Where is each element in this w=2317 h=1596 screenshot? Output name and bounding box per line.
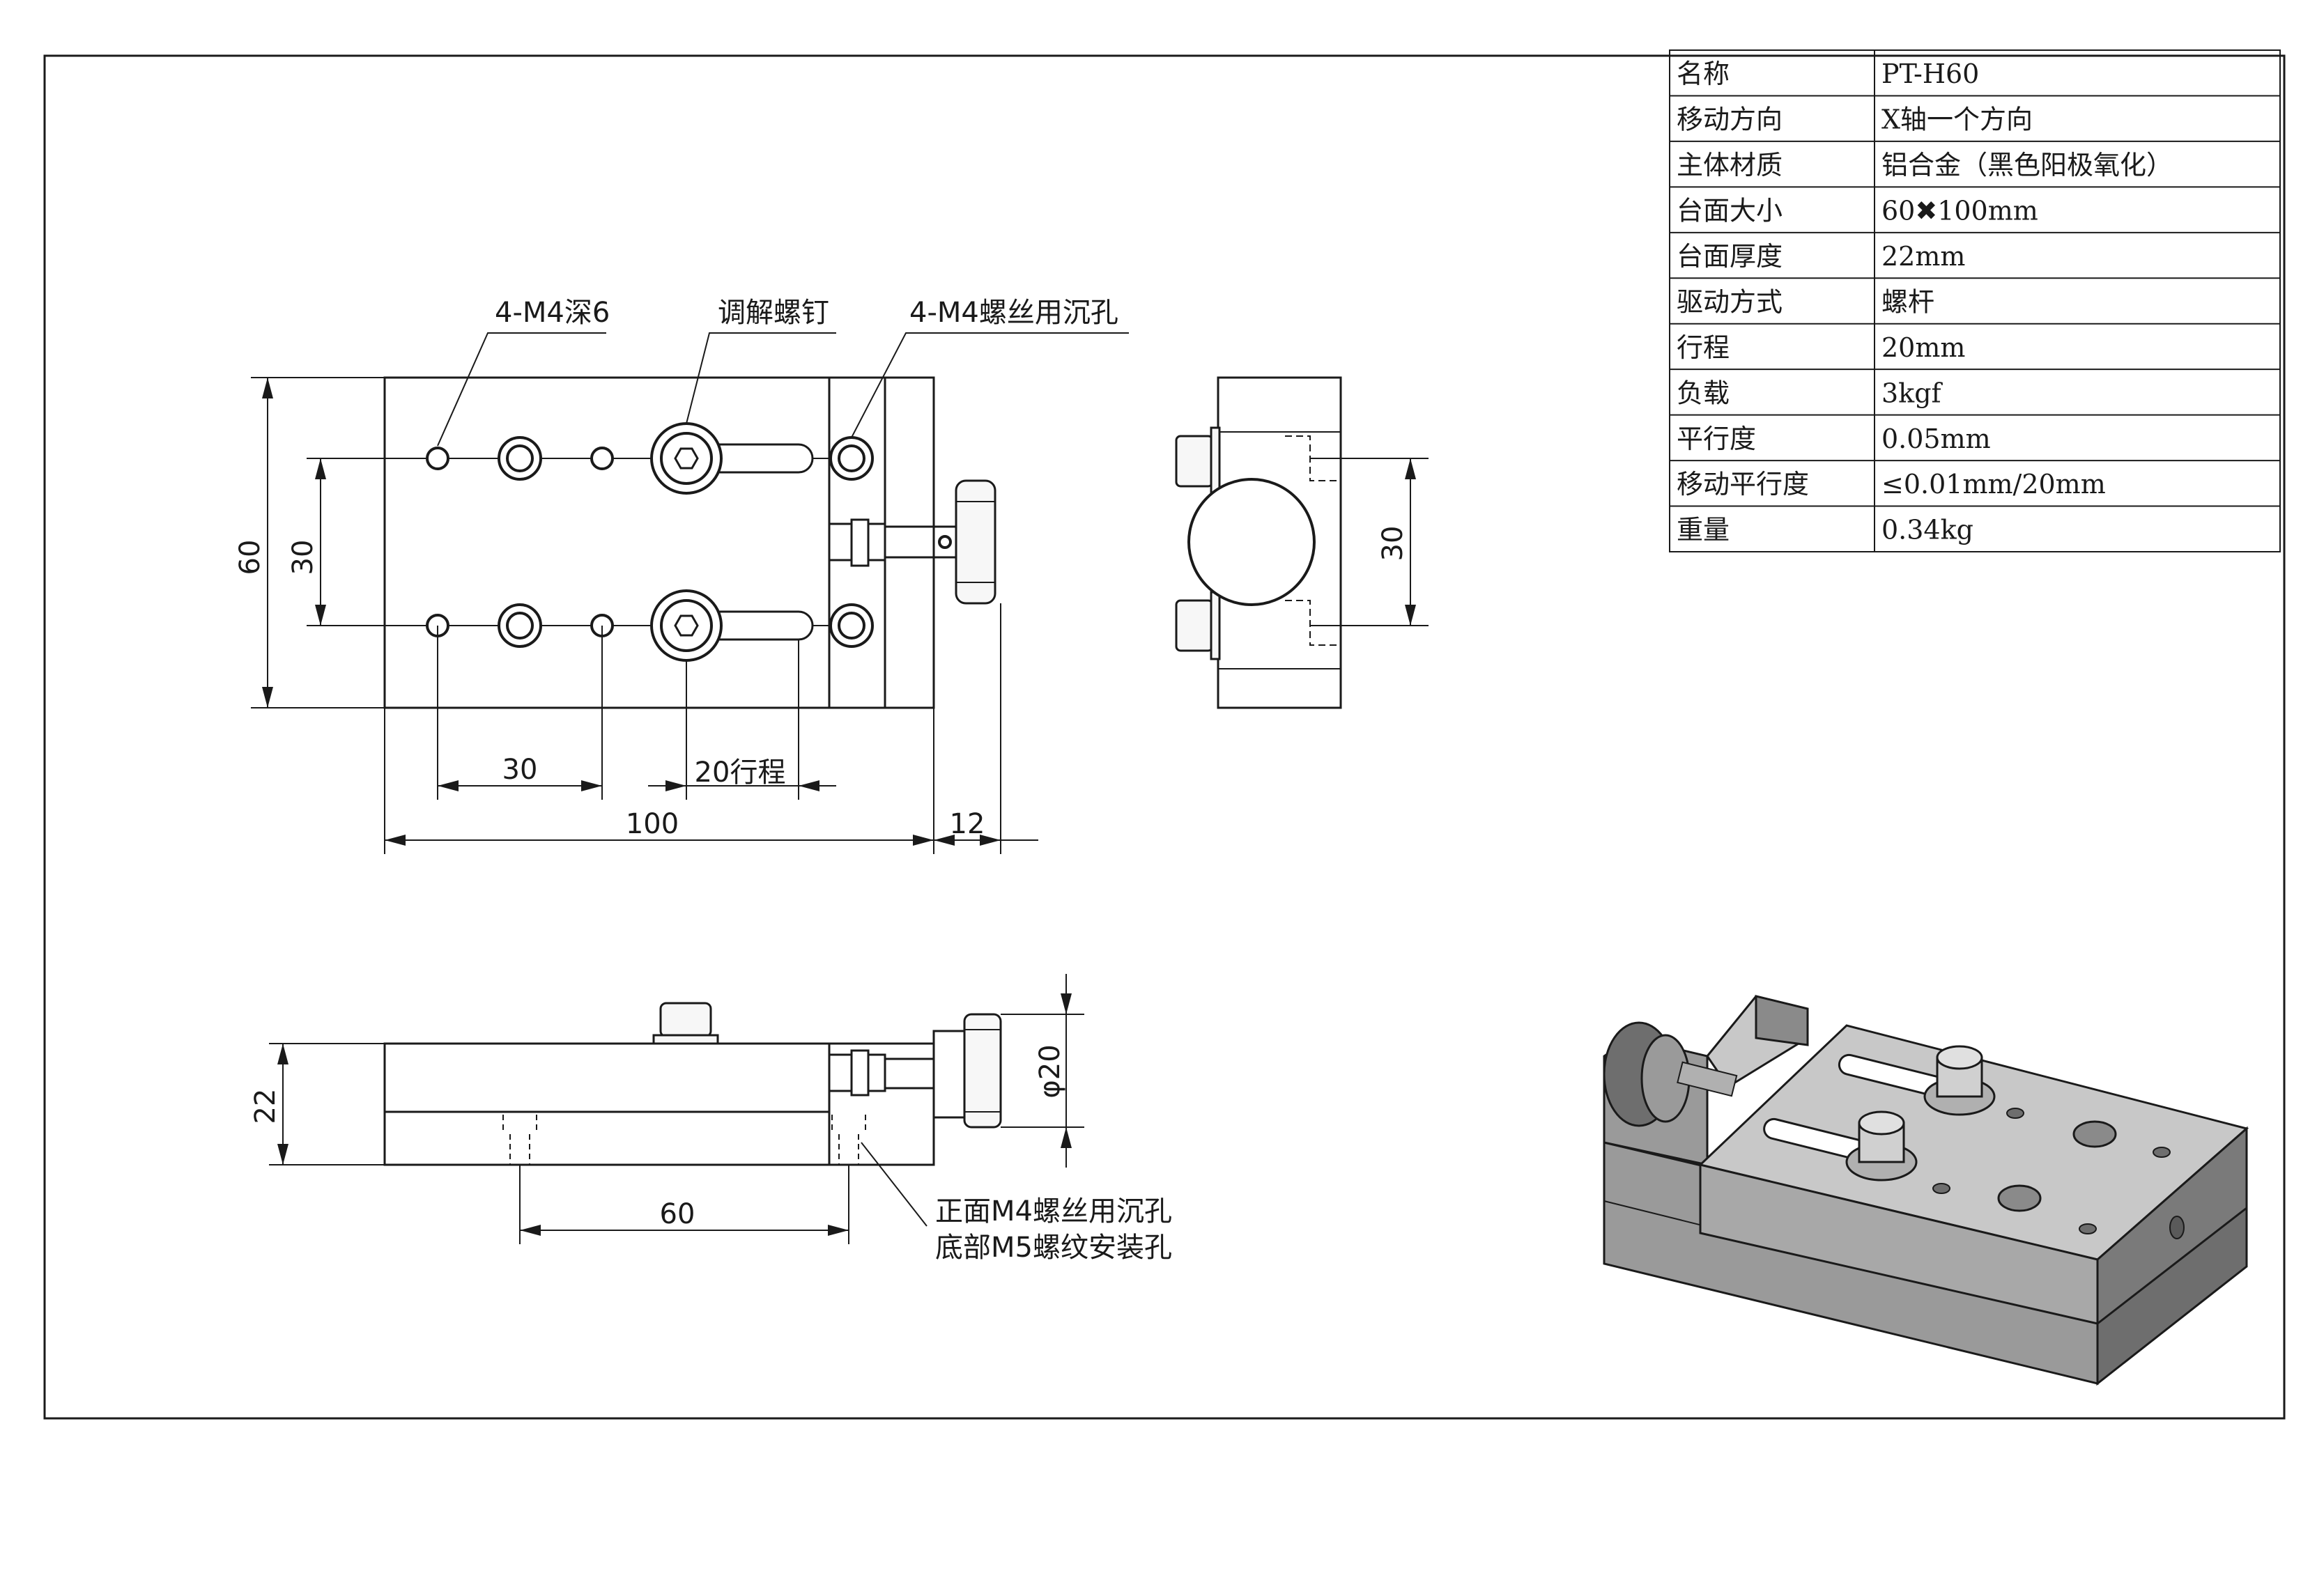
adjust-screw (650, 422, 723, 495)
dim-knob-dia: φ20 (1034, 1044, 1066, 1098)
spec-value: 铝合金（黑色阳极氧化） (1881, 150, 2173, 180)
knob-end (1187, 478, 1316, 606)
spec-label: 台面大小 (1677, 195, 1783, 226)
spec-label: 移动平行度 (1677, 469, 1809, 499)
spec-value: 20mm (1881, 332, 1965, 363)
dim-travel: 20行程 (695, 757, 786, 789)
sheet-border (43, 54, 2286, 1420)
note-line-2: 底部M5螺纹安装孔 (935, 1232, 1172, 1264)
counterbore-hole (498, 603, 542, 648)
spec-value: 0.34kg (1881, 515, 1973, 545)
dim-hole-spacing: 30 (502, 754, 538, 786)
counterbore-hole (498, 436, 542, 481)
spec-value: 60✖100mm (1881, 195, 2038, 226)
callout-counterbore: 4-M4螺丝用沉孔 (909, 297, 1118, 329)
spec-label: 台面厚度 (1677, 241, 1783, 272)
tapped-hole (590, 447, 614, 470)
callout-holes: 4-M4深6 (495, 297, 610, 329)
spec-label: 主体材质 (1677, 150, 1783, 180)
spec-value: 3kgf (1881, 378, 1943, 408)
adjust-screw (650, 589, 723, 662)
spec-label: 名称 (1677, 59, 1730, 89)
dim-thickness: 22 (249, 1089, 282, 1124)
spec-value: X轴一个方向 (1881, 104, 2033, 135)
spec-label: 驱动方式 (1677, 286, 1783, 317)
spec-value: PT-H60 (1881, 59, 1979, 89)
counterbore-hole (829, 436, 874, 481)
counterbore-hole (829, 603, 874, 648)
side-view: 30 (1175, 376, 1429, 709)
spec-value: 22mm (1881, 241, 1965, 272)
spec-label: 行程 (1677, 332, 1730, 363)
spec-value: 螺杆 (1881, 286, 1934, 317)
dim-length: 100 (626, 808, 679, 840)
spec-label: 负载 (1677, 378, 1730, 408)
tapped-hole (426, 447, 449, 470)
spec-label: 平行度 (1677, 424, 1756, 454)
spec-value: 0.05mm (1881, 424, 1991, 454)
dim-side-spacing: 30 (1377, 526, 1409, 561)
dim-row-spacing: 30 (287, 540, 319, 575)
front-knob (963, 1013, 1002, 1129)
dim-knob: 12 (950, 808, 985, 840)
top-screw-head (659, 1002, 712, 1038)
spec-label: 重量 (1677, 515, 1730, 545)
dim-height: 60 (234, 540, 266, 575)
front-view: 22 φ20 60 正面M4螺丝用沉孔 底部M5螺纹安装孔 (249, 974, 1172, 1264)
note-line-1: 正面M4螺丝用沉孔 (935, 1195, 1172, 1227)
adjust-knob (955, 479, 996, 605)
top-view: 4-M4深6 调解螺钉 4-M4螺丝用沉孔 60 30 30 20行程 (234, 297, 1129, 854)
spec-label: 移动方向 (1677, 104, 1783, 135)
spec-value: ≤0.01mm/20mm (1881, 469, 2106, 499)
dim-mount-spacing: 60 (660, 1198, 695, 1230)
isometric-view (1603, 995, 2249, 1386)
callout-screw: 调解螺钉 (718, 297, 829, 329)
